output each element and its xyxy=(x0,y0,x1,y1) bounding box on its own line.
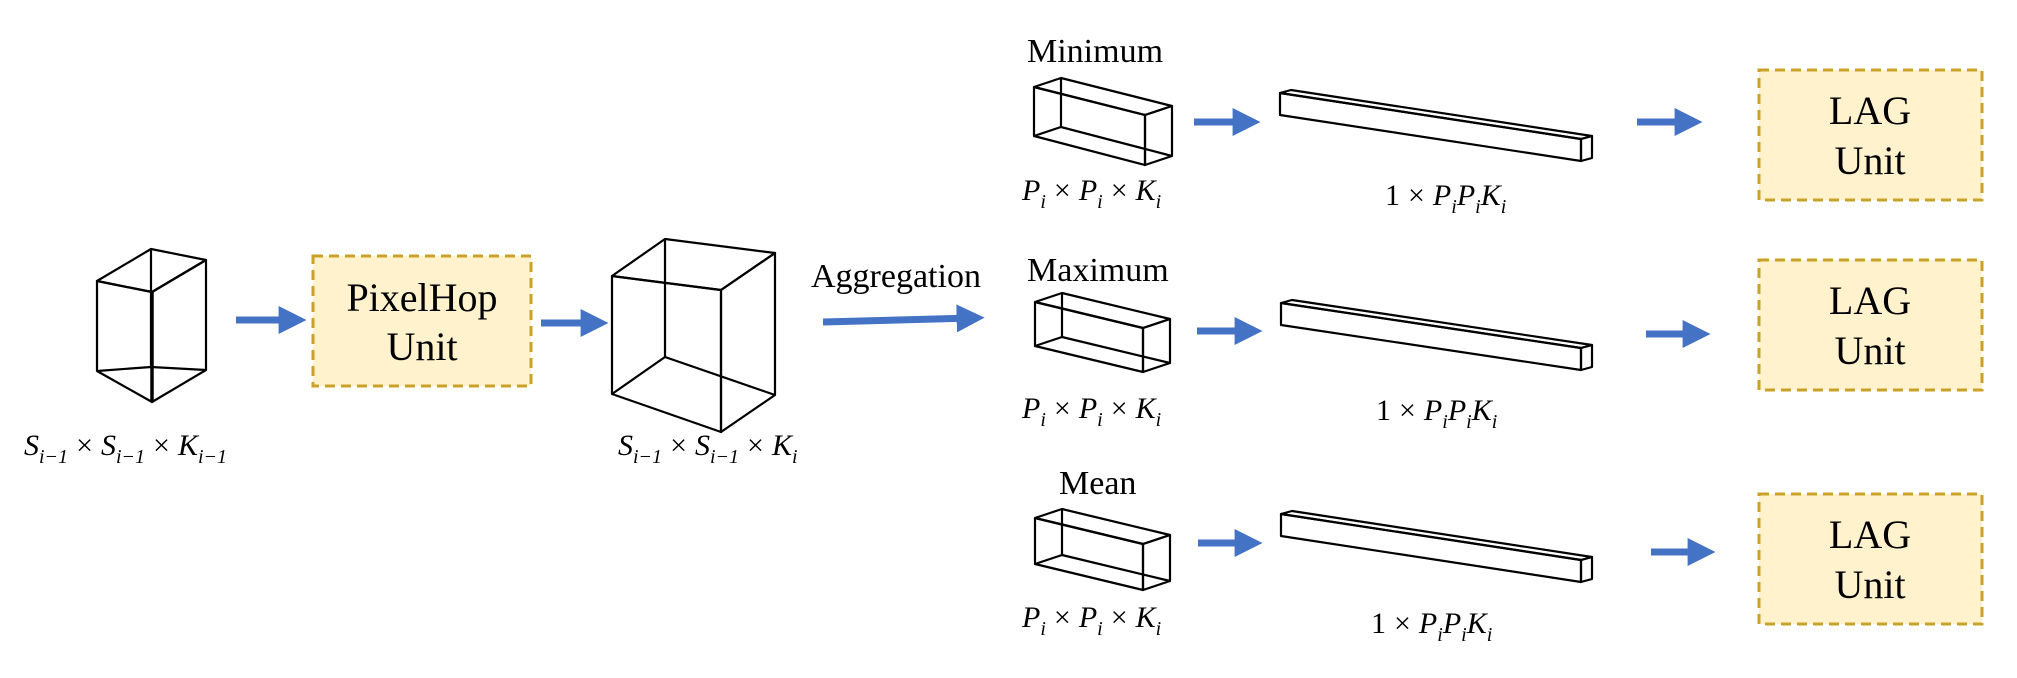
minimum-block-dims: Pi×Pi×Ki xyxy=(1021,174,1161,213)
branch-mean-label: Mean xyxy=(1059,465,1136,502)
aggregation-arrow xyxy=(822,304,985,333)
output-dims-label: Si−1×Si−1×Ki xyxy=(618,429,798,468)
mean-vector-dims: 1×PiPiKi xyxy=(1371,607,1492,646)
branch-maximum-label: Maximum xyxy=(1027,252,1169,289)
output-tensor-block xyxy=(610,237,777,434)
maximum-pooled-block xyxy=(1033,291,1172,374)
maximum-vector-dims: 1×PiPiKi xyxy=(1376,394,1497,433)
pixelhop-unit-line2: Unit xyxy=(386,324,457,369)
input-tensor-block xyxy=(95,247,208,404)
branch-maximum: Maximum Pi×Pi×Ki 1×PiPiKi LAG Unit xyxy=(1021,252,1984,433)
branch-minimum-label: Minimum xyxy=(1027,33,1163,70)
maximum-lag-unit-line2: Unit xyxy=(1834,328,1905,373)
minimum-flattened-vector xyxy=(1278,88,1594,163)
mean-lag-unit-line2: Unit xyxy=(1834,562,1905,607)
minimum-vector-dims: 1×PiPiKi xyxy=(1385,179,1506,218)
minimum-lag-unit-box xyxy=(1757,68,1984,202)
maximum-lag-unit-box xyxy=(1757,258,1984,392)
branch-mean: Mean Pi×Pi×Ki 1×PiPiKi LAG Unit xyxy=(1021,465,1984,646)
mean-lag-unit-line1: LAG xyxy=(1829,512,1911,557)
pixelhop-unit-line1: PixelHop xyxy=(346,275,497,320)
branch-minimum: Minimum Pi×Pi×Ki 1×PiPiKi LAG Unit xyxy=(1021,33,1984,218)
maximum-block-dims: Pi×Pi×Ki xyxy=(1021,392,1161,431)
mean-block-dims: Pi×Pi×Ki xyxy=(1021,601,1161,640)
aggregation-label: Aggregation xyxy=(811,258,981,295)
pixelhop-unit-box xyxy=(311,254,533,388)
mean-lag-unit-box xyxy=(1757,492,1984,626)
input-dims-label: Si−1×Si−1×Ki−1 xyxy=(24,429,227,468)
minimum-lag-unit-line1: LAG xyxy=(1829,88,1911,133)
mean-flattened-vector xyxy=(1279,509,1594,584)
maximum-lag-unit-line1: LAG xyxy=(1829,278,1911,323)
minimum-pooled-block xyxy=(1032,76,1174,167)
minimum-lag-unit-line2: Unit xyxy=(1834,138,1905,183)
mean-pooled-block xyxy=(1033,507,1172,592)
maximum-flattened-vector xyxy=(1279,298,1594,372)
